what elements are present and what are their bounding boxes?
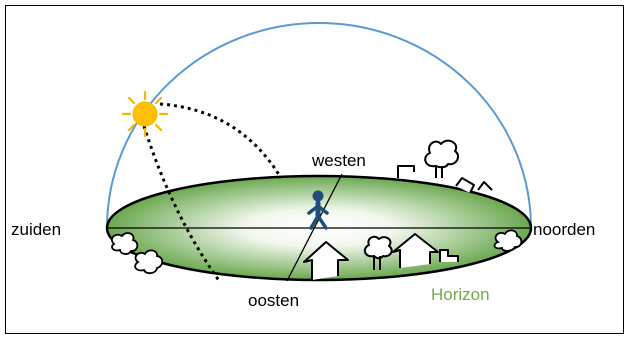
sun-path-lower	[142, 125, 222, 283]
tree-icon	[424, 139, 459, 178]
person-icon	[307, 190, 329, 230]
label-horizon: Horizon	[431, 285, 490, 304]
house-icon	[397, 165, 415, 178]
west-east-axis	[286, 173, 343, 282]
horizon-scenery-east	[303, 233, 459, 280]
bush-icon	[110, 232, 139, 255]
sun-icon	[121, 90, 169, 138]
house-icon	[439, 249, 459, 262]
bush-icon	[134, 249, 164, 275]
bush-icon	[493, 229, 523, 252]
house-icon	[455, 177, 475, 194]
sky-dome	[106, 22, 532, 229]
horizon-scenery-north	[397, 139, 493, 194]
label-south: zuiden	[11, 220, 61, 239]
label-east: oosten	[248, 291, 299, 310]
tree-icon	[363, 235, 393, 270]
label-north: noorden	[533, 220, 595, 239]
house-icon	[392, 233, 439, 268]
house-icon	[303, 241, 349, 280]
label-west: westen	[311, 151, 366, 170]
sun-path-upper	[159, 102, 283, 179]
